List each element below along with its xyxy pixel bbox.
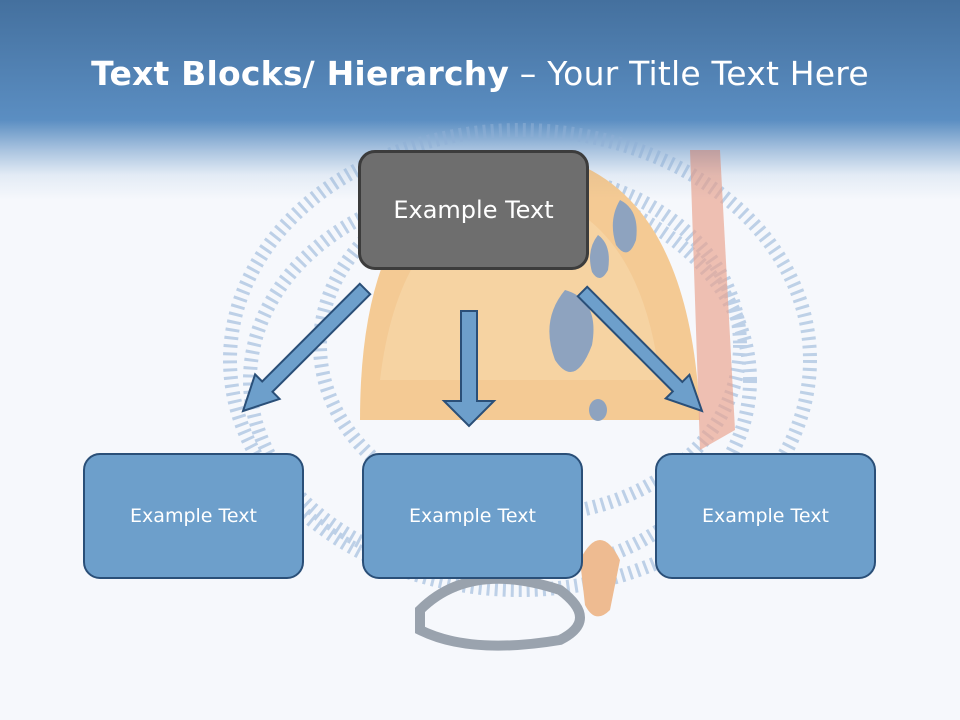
child-text-box-center: Example Text: [362, 453, 583, 579]
title-bold: Text Blocks/ Hierarchy: [91, 54, 510, 93]
child-box-text: Example Text: [409, 505, 536, 527]
carabiner-gate: [580, 540, 620, 617]
carabiner: [415, 573, 585, 651]
helmet-vent: [589, 399, 607, 421]
title-regular: Your Title Text Here: [547, 54, 869, 93]
top-box-text: Example Text: [393, 196, 554, 224]
rope-coil-outer: [223, 123, 817, 597]
arrow-down-icon: [441, 310, 497, 428]
helmet-vent: [590, 235, 609, 279]
arrow-left-icon: [241, 282, 372, 413]
helmet-vent: [549, 290, 594, 372]
rope-coil-middle: [243, 178, 757, 582]
child-text-box-left: Example Text: [83, 453, 304, 579]
title-separator: –: [509, 54, 548, 93]
child-box-text: Example Text: [130, 505, 257, 527]
slide-title: Text Blocks/ Hierarchy – Your Title Text…: [0, 54, 960, 93]
child-text-box-right: Example Text: [655, 453, 876, 579]
child-box-text: Example Text: [702, 505, 829, 527]
top-text-box: Example Text: [358, 150, 589, 270]
arrow-right-icon: [576, 285, 704, 413]
helmet-vent: [612, 200, 637, 253]
helmet-strap: [690, 150, 735, 450]
